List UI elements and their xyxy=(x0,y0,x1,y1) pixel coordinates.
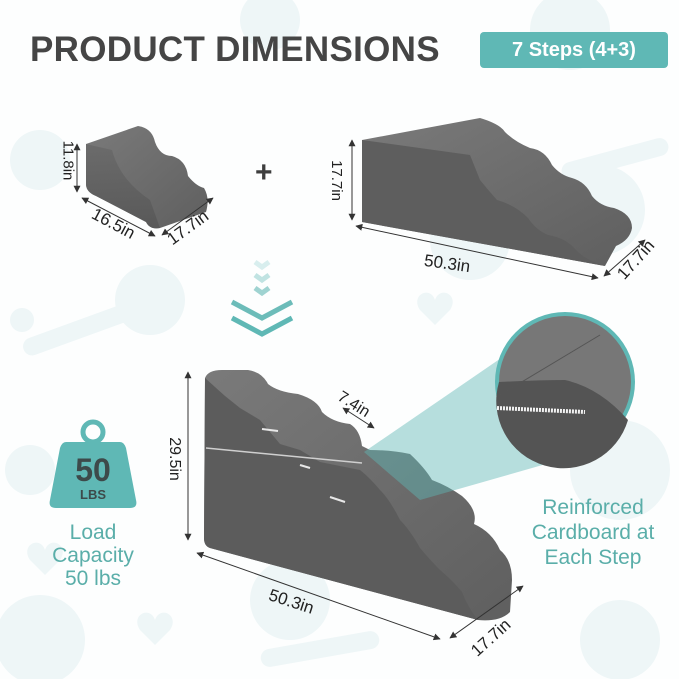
load-capacity-label: Load Capacity 50 lbs xyxy=(52,521,134,590)
combined-height-label: 29.5in xyxy=(165,437,183,481)
plus-icon: + xyxy=(255,156,273,189)
load-unit: LBS xyxy=(80,487,106,502)
load-number: 50 xyxy=(75,452,111,488)
large-height-label: 17.7in xyxy=(327,160,345,201)
page-title: PRODUCT DIMENSIONS xyxy=(30,30,440,69)
small-height-label: 11.8in xyxy=(59,140,77,181)
weight-icon xyxy=(49,419,137,508)
reinforced-callout-label: Reinforced Cardboard at Each Step xyxy=(531,496,655,569)
steps-badge: 7 Steps (4+3) xyxy=(480,32,668,68)
